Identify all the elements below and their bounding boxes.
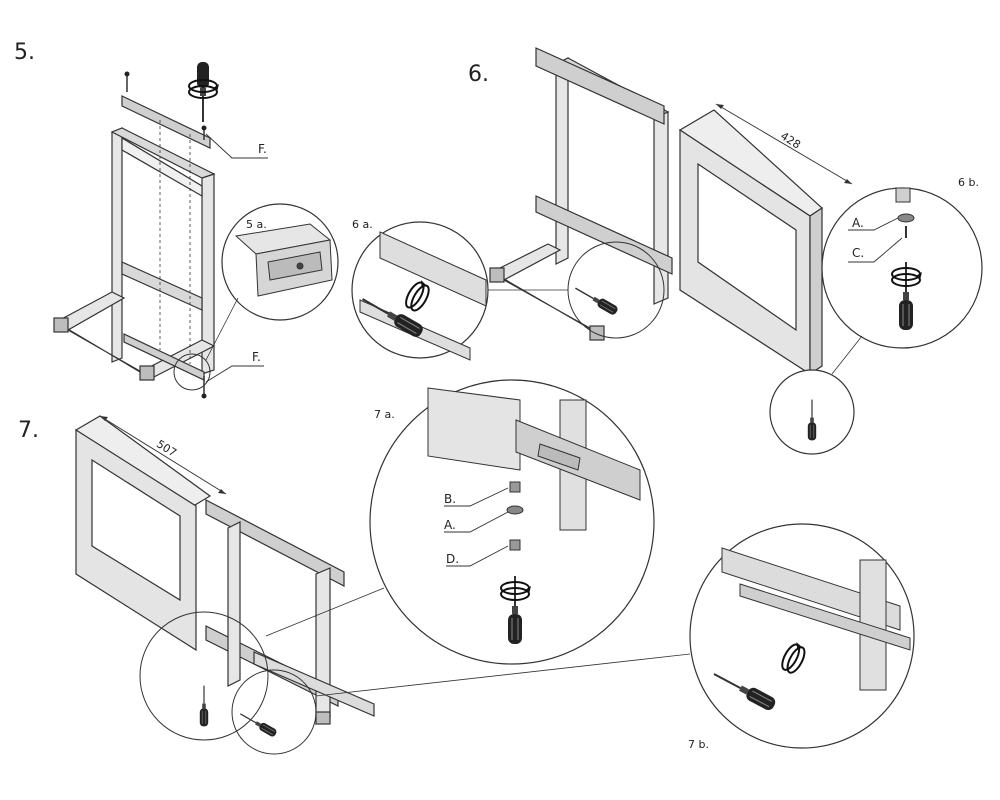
step7-base-front	[253, 651, 375, 717]
screwdriver-icon	[237, 709, 279, 739]
part-label-f-top: F.	[258, 142, 267, 156]
detail-label-6b: 6 b.	[958, 176, 979, 189]
detail-pointer-7b	[231, 669, 317, 755]
part-label-d-7a: D.	[446, 552, 460, 566]
leader-line-f-top	[205, 133, 268, 159]
step6-lower-slide	[535, 195, 673, 275]
detail-label-5a: 5 a.	[246, 218, 267, 231]
step6-upper-slide	[535, 47, 665, 125]
step7-base-foot	[315, 711, 331, 725]
step6-frame-right-post	[653, 111, 669, 305]
part-label-a-6b: A.	[852, 216, 864, 230]
step5-frame-left-post	[111, 127, 123, 363]
step5-frame-mid-rail	[121, 261, 203, 311]
step7-frame-post	[227, 521, 241, 687]
detail-7b-contents	[721, 547, 911, 691]
detail-label-6a: 6 a.	[352, 218, 373, 231]
step6-base-front	[491, 271, 605, 337]
leader-line-b-7a	[444, 487, 509, 507]
detail-pointer-5a	[173, 353, 211, 391]
step-6-diagram	[489, 47, 823, 376]
step5-top-bracket	[121, 95, 211, 149]
part-label-b-7a: B.	[444, 492, 457, 506]
step5-base-front	[55, 321, 153, 379]
step6-frame-left-post	[555, 57, 569, 265]
leader-line-f-bottom	[205, 365, 264, 383]
screw-icon	[124, 71, 130, 92]
leader-line-a-7a	[444, 511, 509, 533]
screw-icon	[201, 125, 207, 140]
step7-frame-post	[315, 567, 331, 725]
step6-base-foot-right	[589, 325, 605, 341]
part-label-a-7a: A.	[444, 518, 456, 532]
detail-connector-7a	[265, 587, 385, 637]
step6-front-panel-side	[809, 206, 823, 376]
step5-base-foot-left	[53, 317, 69, 333]
leader-line-a-6b	[848, 217, 899, 231]
step5-frame-top-rail	[110, 127, 216, 179]
detail-pointer-7a	[139, 611, 269, 741]
detail-connector-7b	[315, 653, 691, 697]
step-5-number: 5.	[14, 40, 35, 65]
step7-front-panel-opening	[91, 458, 181, 602]
step5-base-foot-right	[139, 365, 155, 381]
step-5-diagram	[53, 95, 216, 381]
detail-6b-contents	[895, 187, 915, 238]
detail-connector-5a	[205, 297, 239, 361]
detail-7a-contents	[427, 387, 641, 551]
step5-frame-top-inner	[121, 136, 203, 198]
leader-line-d-7a	[446, 545, 509, 567]
step-6-number: 6.	[468, 62, 489, 87]
screwdriver-icon	[199, 684, 209, 728]
step6-base-foot-left	[489, 267, 505, 283]
screwdriver-icon	[188, 61, 220, 123]
step-7-number: 7.	[18, 418, 39, 443]
detail-label-7b: 7 b.	[688, 738, 709, 751]
screwdriver-icon	[572, 283, 620, 317]
step-7-diagram	[74, 415, 375, 725]
part-label-f-bottom: F.	[252, 350, 261, 364]
detail-label-7a: 7 a.	[374, 408, 395, 421]
dimension-line-428	[715, 103, 853, 185]
dimension-line-507	[99, 415, 227, 495]
detail-connector-6b	[831, 335, 863, 375]
detail-5a-contents	[234, 223, 333, 297]
step6-front-panel-opening	[697, 162, 797, 332]
detail-pointer-6a	[567, 241, 665, 339]
leader-line-c-6b	[848, 237, 903, 263]
part-label-c-6b: C.	[852, 246, 865, 260]
